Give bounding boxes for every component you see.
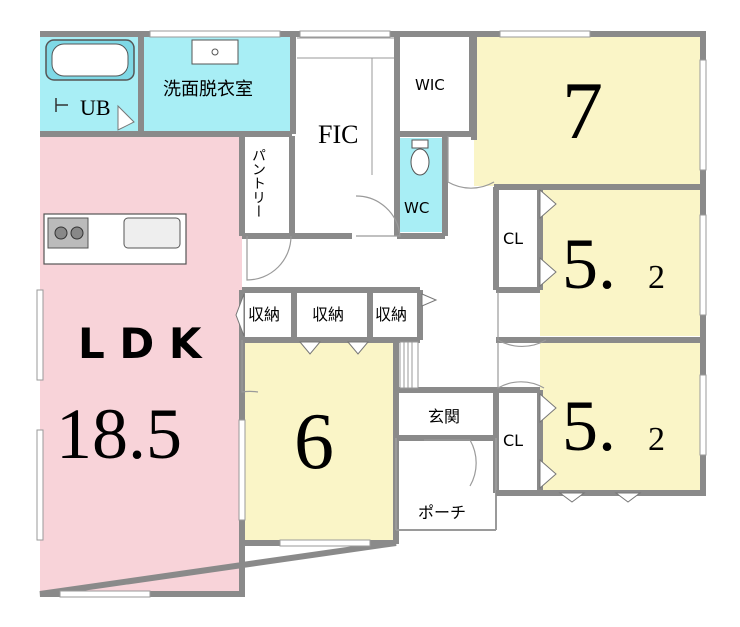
wic-label: WIC: [415, 76, 445, 94]
bedroom-52b-size: 5.: [562, 386, 616, 466]
pantry-label: パントリー: [250, 148, 266, 218]
entrance-label: 玄関: [428, 407, 460, 426]
fixtures: [43, 37, 430, 389]
fic-label: FIC: [318, 120, 358, 149]
closet-door-marks: [117, 104, 642, 503]
bedroom-6-size: 6: [294, 398, 334, 486]
door-swings: [241, 136, 547, 487]
bedroom-52a-size: 5.: [562, 224, 616, 304]
ldk-label: L D K: [78, 319, 203, 368]
ldk-floor: [40, 136, 242, 594]
ub-label: UB: [80, 95, 111, 120]
washbasin-icon: [191, 39, 239, 65]
bedroom-52b-floor: [540, 342, 700, 490]
toilet-icon: [410, 139, 430, 176]
storage-1-label: 収納: [248, 305, 280, 324]
storage-2-label: 収納: [312, 305, 344, 324]
ldk-size: 18.5: [56, 394, 182, 474]
washroom-label: 洗面脱衣室: [163, 79, 253, 100]
cl-b-label: CL: [503, 431, 523, 450]
room-labels: UB 洗面脱衣室 FIC WIC WC パントリー L D K 18.5 7 5…: [56, 65, 665, 522]
bedroom-52b-size-sub: 2: [648, 421, 665, 458]
bedroom-7-size: 7: [562, 65, 603, 156]
bedroom-7-floor: [474, 36, 700, 186]
entrance-step-icon: [399, 341, 419, 389]
fic-shelf-icon: [297, 37, 394, 175]
bedroom-52a-size-sub: 2: [648, 259, 665, 296]
cl-a-label: CL: [503, 229, 523, 248]
bedroom-6-floor: [244, 342, 394, 540]
bedroom-52a-floor: [540, 188, 700, 336]
bathtub-icon: [45, 39, 135, 81]
storage-3-label: 収納: [375, 305, 407, 324]
kitchen-counter-icon: [43, 213, 187, 265]
shower-icon: [55, 98, 68, 112]
porch-label: ポーチ: [418, 503, 466, 522]
wc-label: WC: [404, 199, 429, 217]
windows: [36, 30, 707, 598]
